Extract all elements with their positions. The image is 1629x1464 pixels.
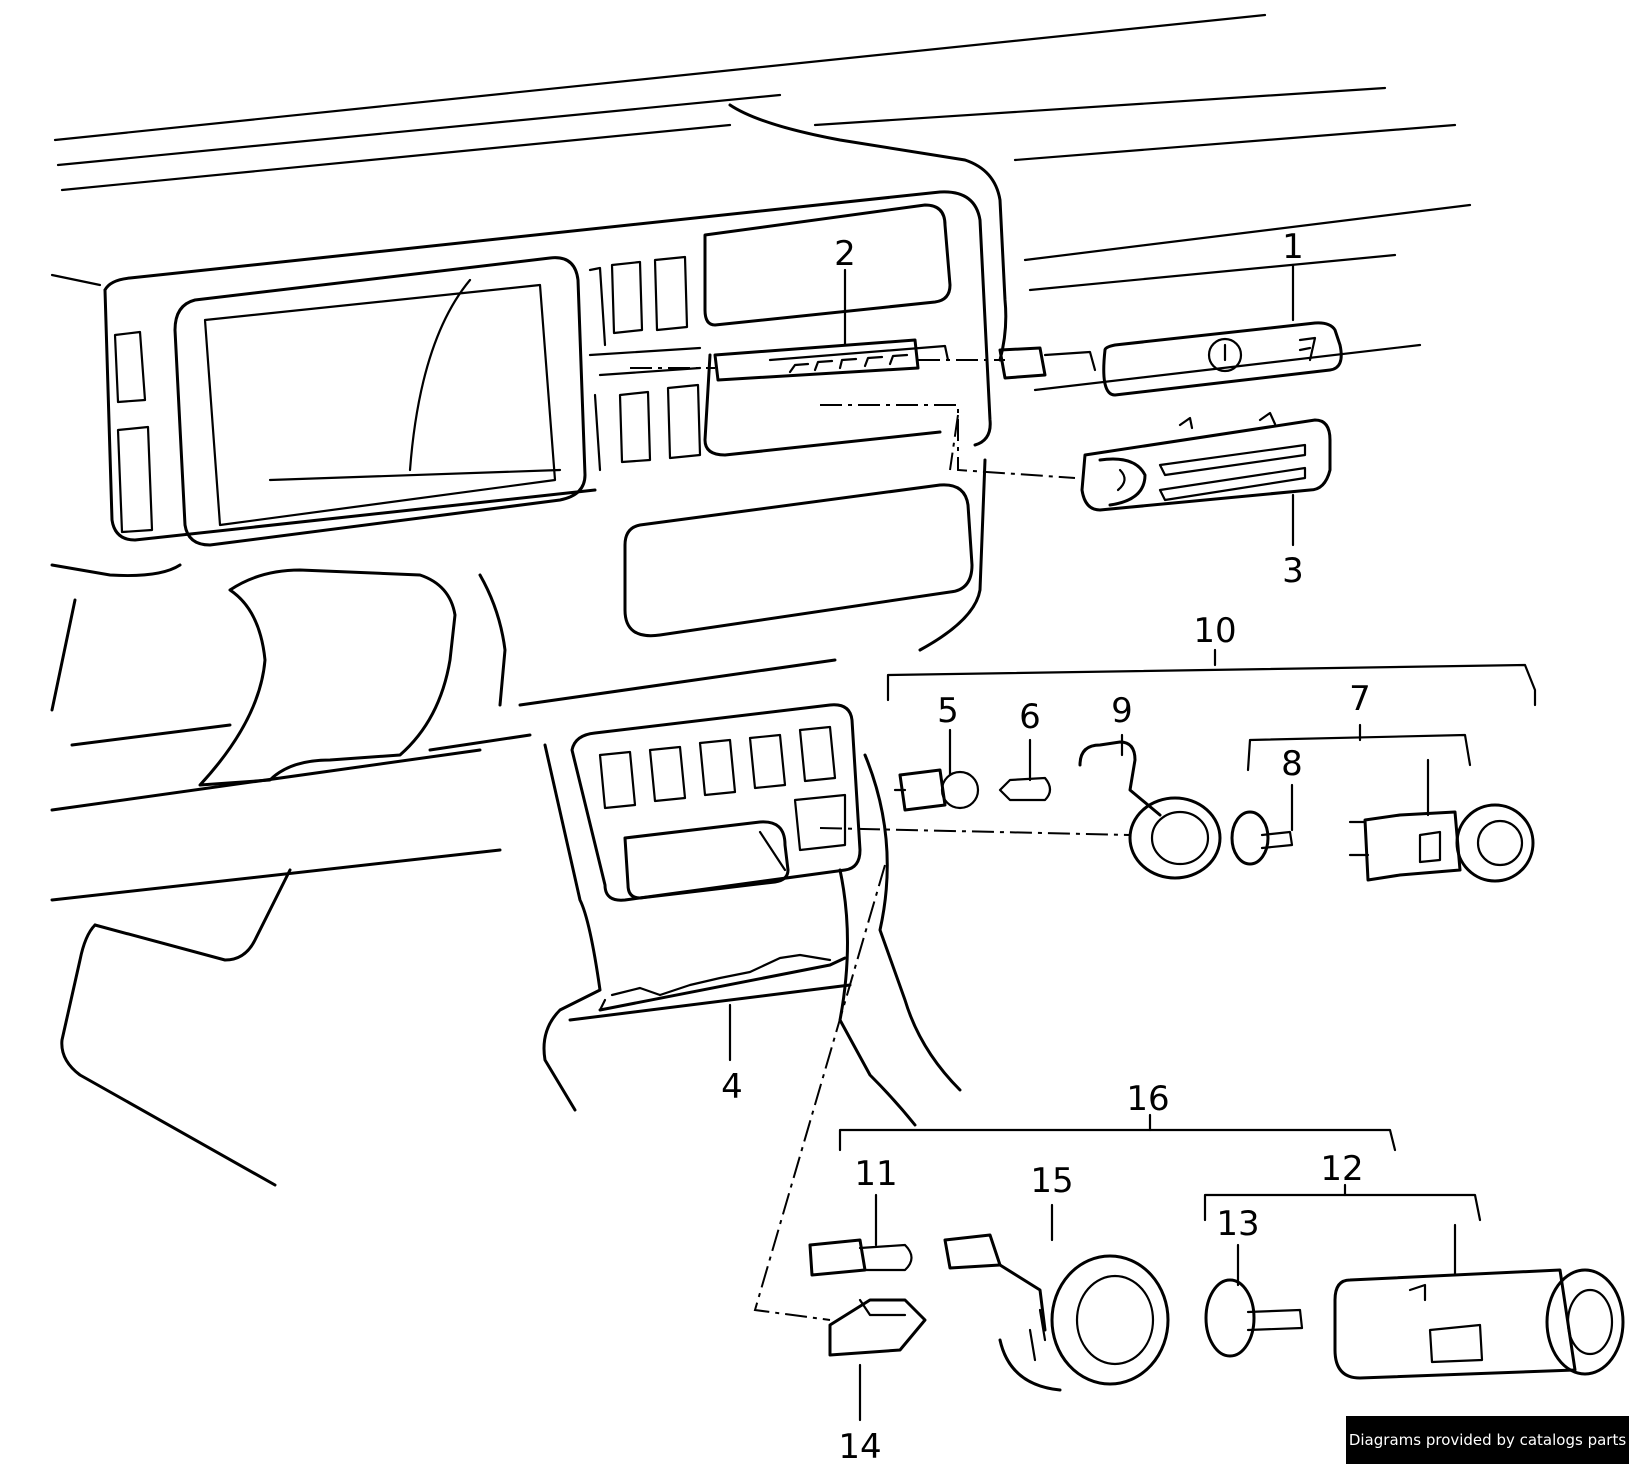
parts-5-9 [819, 740, 1535, 883]
lower-dashboard [50, 458, 987, 1187]
part-2-switch-strip [630, 338, 1076, 479]
callout-8: 8 [1281, 744, 1303, 784]
bracket-16 [838, 1113, 1482, 1222]
callout-11: 11 [854, 1154, 897, 1194]
dashboard-top-lines [50, 13, 1472, 392]
leader-lines [728, 263, 1457, 1422]
callout-12: 12 [1320, 1149, 1363, 1189]
callout-14: 14 [838, 1427, 881, 1464]
callout-13: 13 [1216, 1204, 1259, 1244]
credit-banner: Diagrams provided by catalogs parts [1346, 1416, 1629, 1464]
callout-10: 10 [1193, 611, 1236, 651]
callout-4: 4 [721, 1067, 743, 1107]
callout-3: 3 [1282, 551, 1304, 591]
callout-16: 16 [1126, 1079, 1169, 1119]
part-3-vent [1080, 411, 1332, 512]
callout-15: 15 [1030, 1161, 1073, 1201]
parts-11-15 [753, 864, 1625, 1392]
callout-5: 5 [937, 691, 959, 731]
callout-1: 1 [1282, 227, 1304, 267]
bracket-10 [886, 648, 1537, 772]
part-1-switch-bezel [998, 321, 1343, 397]
callout-2: 2 [834, 234, 856, 274]
callout-6: 6 [1019, 697, 1041, 737]
callout-labels: 1 2 3 4 5 6 7 8 9 10 11 12 13 14 15 16 [721, 227, 1371, 1464]
instrument-cluster [103, 190, 992, 638]
callout-9: 9 [1111, 691, 1133, 731]
callout-7: 7 [1349, 679, 1371, 719]
